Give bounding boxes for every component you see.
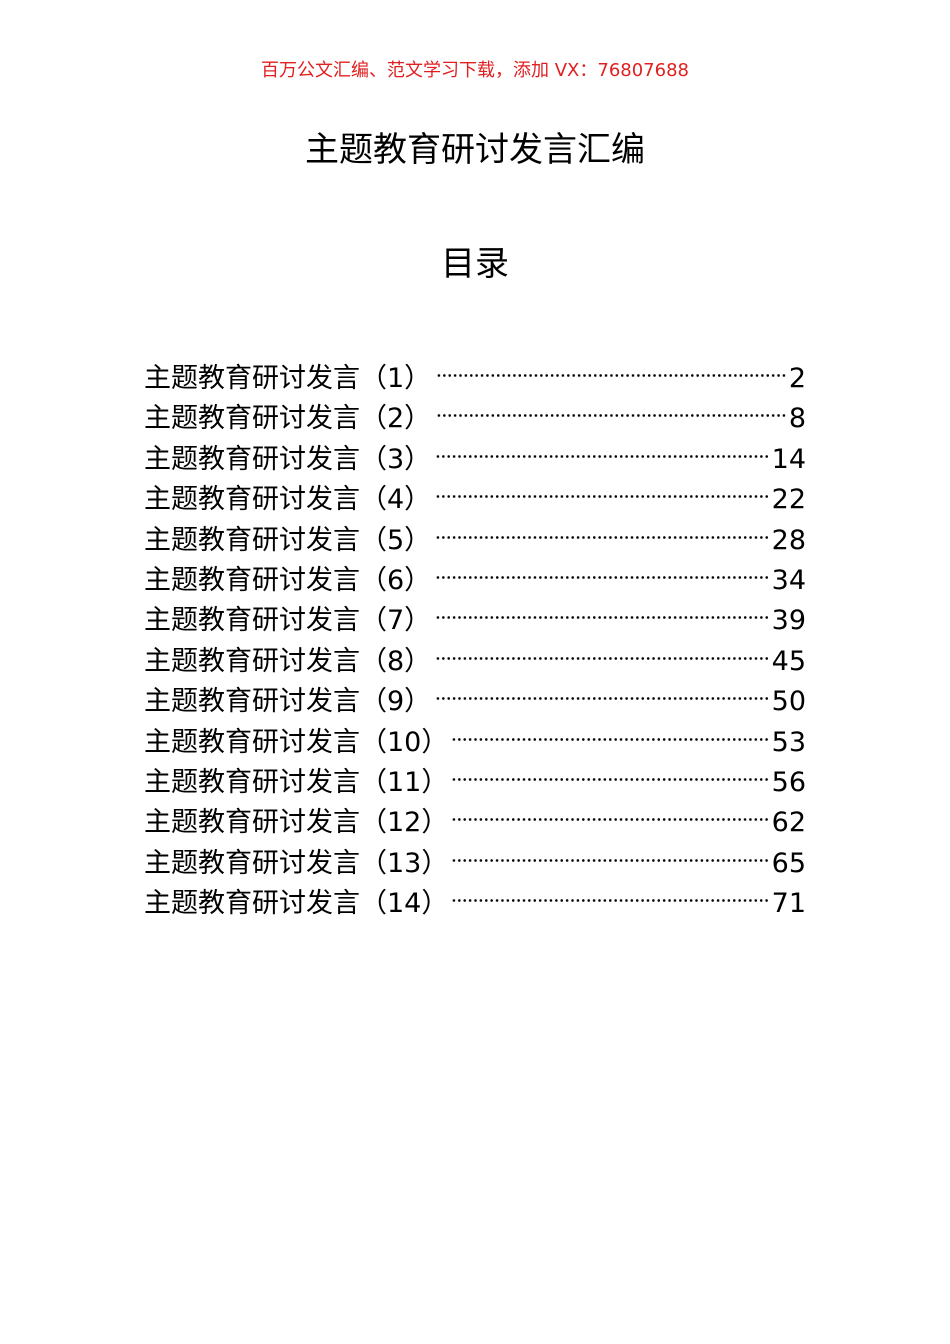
toc-entry[interactable]: 主题教育研讨发言（6） 34 — [144, 549, 806, 596]
toc-entry-page: 8 — [788, 403, 806, 435]
toc-entry[interactable]: 主题教育研讨发言（4） 22 — [144, 468, 806, 515]
toc-entry[interactable]: 主题教育研讨发言（12） 62 — [144, 791, 806, 838]
dot-leader — [452, 791, 770, 831]
toc-entry[interactable]: 主题教育研讨发言（8） 45 — [144, 630, 806, 677]
toc-entry-label: 主题教育研讨发言（1） — [144, 363, 432, 394]
toc-entry-label: 主题教育研讨发言（8） — [144, 645, 432, 677]
toc-entry-label: 主题教育研讨发言（10） — [144, 726, 449, 758]
toc-entry[interactable]: 主题教育研讨发言（11） 56 — [144, 751, 806, 798]
dot-leader — [452, 872, 770, 912]
toc-entry-label: 主题教育研讨发言（7） — [144, 605, 432, 637]
toc-entry-label: 主题教育研讨发言（9） — [144, 686, 432, 718]
toc-entry-page: 71 — [771, 888, 806, 920]
dot-leader — [435, 509, 770, 549]
toc-entry-page: 62 — [771, 807, 806, 839]
toc-entry[interactable]: 主题教育研讨发言（5） 28 — [144, 509, 806, 556]
toc-entry-page: 65 — [771, 847, 806, 879]
toc-entry[interactable]: 主题教育研讨发言（1） 2 — [144, 347, 806, 394]
toc-entry-label: 主题教育研讨发言（12） — [144, 807, 449, 839]
toc-entry[interactable]: 主题教育研讨发言（9） 50 — [144, 670, 806, 717]
table-of-contents: 主题教育研讨发言（1） 2 主题教育研讨发言（2） 8 主题教育研讨发言（3） … — [144, 347, 806, 919]
toc-entry-page: 22 — [771, 484, 806, 516]
dot-leader — [435, 670, 770, 710]
toc-entry-page: 53 — [771, 726, 806, 758]
watermark-header: 百万公文汇编、范文学习下载，添加 VX：76807688 — [261, 60, 689, 81]
toc-entry[interactable]: 主题教育研讨发言（10） 53 — [144, 711, 806, 758]
toc-entry-label: 主题教育研讨发言（2） — [144, 403, 432, 435]
dot-leader — [435, 347, 787, 387]
toc-entry-page: 45 — [771, 645, 806, 677]
toc-entry-page: 56 — [771, 766, 806, 798]
dot-leader — [435, 428, 770, 468]
toc-entry-label: 主题教育研讨发言（11） — [144, 766, 449, 798]
dot-leader — [452, 751, 770, 791]
toc-entry-page: 14 — [771, 443, 806, 475]
dot-leader — [435, 630, 770, 670]
toc-entry-page: 28 — [771, 524, 806, 556]
dot-leader — [435, 549, 770, 589]
toc-entry-label: 主题教育研讨发言（13） — [144, 847, 449, 879]
toc-entry[interactable]: 主题教育研讨发言（3） 14 — [144, 428, 806, 475]
dot-leader — [435, 468, 770, 508]
toc-entry-label: 主题教育研讨发言（5） — [144, 524, 432, 556]
dot-leader — [452, 711, 770, 751]
toc-entry-label: 主题教育研讨发言（3） — [144, 443, 432, 475]
toc-entry-page: 39 — [771, 605, 806, 637]
dot-leader — [435, 387, 787, 427]
document-title: 主题教育研讨发言汇编 — [305, 130, 645, 170]
toc-entry-page: 2 — [788, 363, 806, 394]
toc-entry[interactable]: 主题教育研讨发言（13） 65 — [144, 832, 806, 879]
toc-entry[interactable]: 主题教育研讨发言（2） 8 — [144, 387, 806, 434]
toc-entry-label: 主题教育研讨发言（4） — [144, 484, 432, 516]
toc-entry-label: 主题教育研讨发言（6） — [144, 564, 432, 596]
toc-heading: 目录 — [441, 244, 509, 284]
toc-entry[interactable]: 主题教育研讨发言（14） 71 — [144, 872, 806, 919]
dot-leader — [435, 589, 770, 629]
toc-entry-label: 主题教育研讨发言（14） — [144, 888, 449, 920]
toc-entry-page: 34 — [771, 564, 806, 596]
dot-leader — [452, 832, 770, 872]
toc-entry-page: 50 — [771, 686, 806, 718]
toc-entry[interactable]: 主题教育研讨发言（7） 39 — [144, 589, 806, 636]
